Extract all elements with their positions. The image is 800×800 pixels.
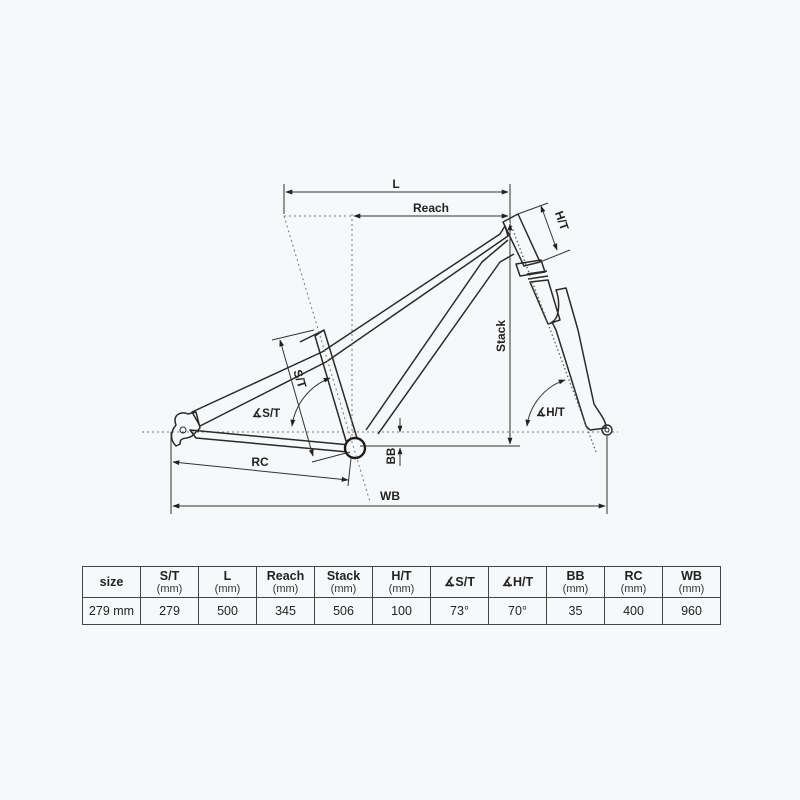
header-size: size: [82, 566, 141, 598]
header-wb: WB(mm): [662, 566, 721, 598]
cell-size: 279 mm: [82, 597, 141, 625]
bb-label: BB: [386, 448, 398, 465]
header-st-angle: ∡S/T: [430, 566, 489, 598]
stack-label: Stack: [494, 320, 508, 352]
down-tube: [365, 239, 509, 431]
rc-dimension: [172, 460, 349, 482]
cell-st-angle: 73°: [430, 597, 489, 625]
ht-angle-arc: [525, 379, 566, 427]
header-ht: H/T(mm): [372, 566, 431, 598]
table-header-row: size S/T(mm) L(mm) Reach(mm) Stack(mm) H…: [82, 566, 721, 598]
cell-reach: 345: [256, 597, 315, 625]
ht-angle-label: ∡H/T: [536, 406, 565, 419]
header-st: S/T(mm): [140, 566, 199, 598]
st-angle-label: ∡S/T: [252, 407, 280, 420]
cell-st: 279: [140, 597, 199, 625]
wb-label: WB: [380, 489, 400, 503]
bike-frame: [170, 213, 613, 460]
ht-label: H/T: [552, 209, 572, 233]
table-row: 279 mm 279 500 345 506 100 73° 70° 35 40…: [82, 597, 721, 625]
cell-wb: 960: [662, 597, 721, 625]
L-label: L: [392, 177, 399, 191]
steering-axis: [509, 221, 597, 453]
bottom-bracket: [343, 436, 367, 460]
header-rc: RC(mm): [604, 566, 663, 598]
cell-bb: 35: [546, 597, 605, 625]
seat-tube-axis: [283, 215, 371, 503]
cell-l: 500: [198, 597, 257, 625]
chainstay: [189, 429, 351, 453]
geometry-table: size S/T(mm) L(mm) Reach(mm) Stack(mm) H…: [82, 566, 721, 625]
fork-upper: [529, 279, 561, 325]
fork-leg: [551, 287, 607, 431]
header-reach: Reach(mm): [256, 566, 315, 598]
header-l: L(mm): [198, 566, 257, 598]
front-axle: [601, 424, 613, 436]
cell-stack: 506: [314, 597, 373, 625]
cell-ht-angle: 70°: [488, 597, 547, 625]
header-stack: Stack(mm): [314, 566, 373, 598]
ht-dimension: [540, 205, 558, 251]
rc-label: RC: [251, 455, 269, 469]
cell-rc: 400: [604, 597, 663, 625]
head-tube: [502, 213, 541, 267]
seat-tube: [314, 329, 358, 442]
header-ht-angle: ∡H/T: [488, 566, 547, 598]
top-tube: [191, 225, 509, 427]
bike-geometry-diagram: L Reach H/T Stack S/T ∡S/T ∡H/T BB RC WB: [142, 177, 618, 514]
header-bb: BB(mm): [546, 566, 605, 598]
rear-dropout: [170, 411, 201, 447]
cell-ht: 100: [372, 597, 431, 625]
st-angle-arc: [290, 377, 331, 427]
reach-label: Reach: [413, 201, 449, 215]
